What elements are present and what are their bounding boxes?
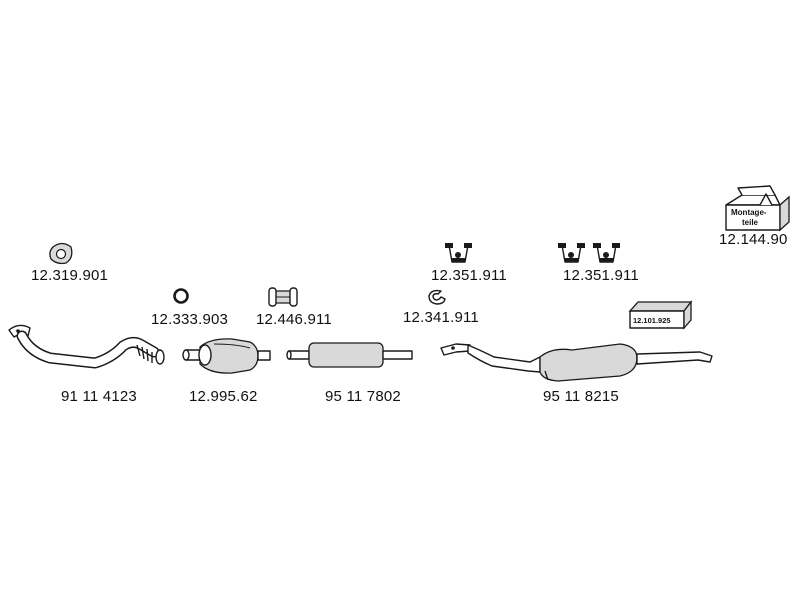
ring-gasket-icon	[173, 288, 189, 304]
mounting-kit-box-line1: Montage-	[731, 208, 767, 217]
part-number-rear-silencer: 95 11 8215	[543, 388, 619, 405]
catalytic-converter-icon	[182, 338, 271, 374]
middle-silencer-icon	[286, 342, 413, 368]
part-number-triangle-gasket: 12.319.901	[31, 267, 109, 284]
mounting-kit-box-icon: Montage- teile	[725, 185, 790, 232]
triangle-gasket-icon	[49, 242, 73, 265]
front-pipe-icon	[8, 324, 165, 369]
sticker-label: 12.101.925	[633, 316, 671, 325]
rubber-hanger-pair-icon	[558, 243, 620, 263]
part-number-front-pipe: 91 11 4123	[61, 388, 137, 405]
part-number-hanger-b: 12.351.911	[563, 267, 639, 284]
part-number-mounting-kit: 12.144.90	[719, 231, 788, 248]
part-number-ring-gasket: 12.333.903	[151, 311, 229, 328]
mounting-kit-box-line2: teile	[742, 218, 759, 227]
part-number-catalytic-converter: 12.995.62	[189, 388, 258, 405]
clip-icon	[428, 289, 446, 305]
part-number-clamp: 12.446.911	[256, 311, 332, 328]
clamp-icon	[268, 287, 298, 307]
part-number-clip: 12.341.911	[403, 309, 479, 326]
sticker-box-icon: 12.101.925	[628, 300, 693, 330]
part-number-hanger-a: 12.351.911	[431, 267, 507, 284]
rubber-hanger-icon	[445, 243, 472, 263]
rear-silencer-icon	[440, 343, 713, 382]
part-number-middle-silencer: 95 11 7802	[325, 388, 401, 405]
